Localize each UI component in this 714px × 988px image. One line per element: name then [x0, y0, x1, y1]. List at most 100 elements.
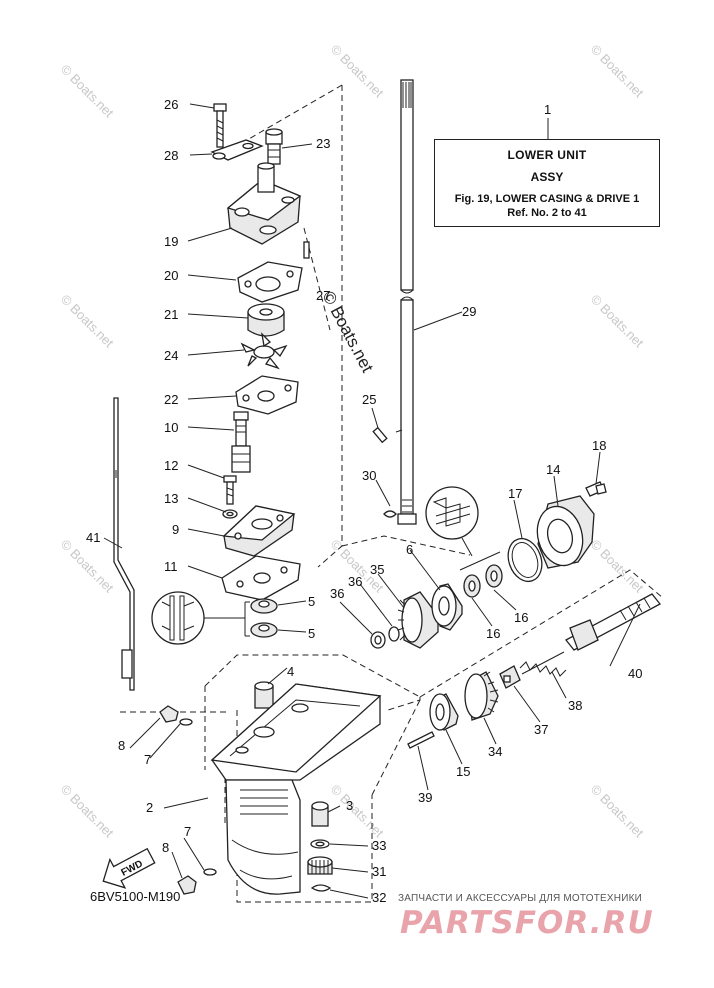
- reverse-gear-34: [464, 671, 499, 721]
- bolt-26: [213, 103, 227, 148]
- bolt-12: [223, 475, 237, 505]
- callout-7b: 7: [184, 824, 191, 839]
- callout-33: 33: [372, 838, 386, 853]
- callout-5a: 5: [308, 594, 315, 609]
- title-line-2: ASSY: [530, 170, 564, 184]
- diagram-code: 6BV5100-M190: [90, 889, 181, 904]
- oil-seals-5: [244, 598, 278, 638]
- bushing-section-detail: [425, 486, 479, 557]
- watermark: © Boats.net: [328, 782, 387, 841]
- callout-19: 19: [164, 234, 178, 249]
- o-ring-17: [507, 537, 543, 583]
- callout-18: 18: [592, 438, 606, 453]
- callout-28: 28: [164, 148, 178, 163]
- callout-9: 9: [172, 522, 179, 537]
- propeller-shaft-40: [565, 593, 661, 651]
- callout-5b: 5: [308, 626, 315, 641]
- water-tube-seal-10: [231, 411, 251, 473]
- callout-7a: 7: [144, 752, 151, 767]
- clutch-37: [499, 665, 521, 689]
- callout-8b: 8: [162, 840, 169, 855]
- callout-27: 27: [316, 288, 330, 303]
- callout-15: 15: [456, 764, 470, 779]
- watermark: © Boats.net: [58, 292, 117, 351]
- watermark: © Boats.net: [588, 782, 647, 841]
- callout-12: 12: [164, 458, 178, 473]
- forward-gear-35: [397, 591, 439, 649]
- callout-2: 2: [146, 800, 153, 815]
- callout-25: 25: [362, 392, 376, 407]
- lower-casing-2: [210, 683, 382, 895]
- callout-30: 30: [362, 468, 376, 483]
- pin-27: [303, 241, 310, 259]
- water-tube-23: [265, 128, 283, 165]
- gasket-11: [221, 555, 301, 601]
- watermark: © Boats.net: [58, 537, 117, 596]
- callout-23: 23: [316, 136, 330, 151]
- impeller-24: [240, 332, 288, 370]
- shop-tagline: ЗАПЧАСТИ И АКСЕССУАРЫ ДЛЯ МОТОТЕХНИКИ: [398, 893, 643, 904]
- watermark: © Boats.net: [58, 782, 117, 841]
- callout-1: 1: [544, 102, 551, 117]
- pump-base-9: [222, 505, 296, 557]
- propeller-shaft-housing-14: [536, 495, 595, 569]
- fwd-arrow-icon: FWD: [102, 847, 156, 889]
- bushing-3: [311, 801, 329, 827]
- pin-30: [383, 510, 397, 518]
- callout-numbers: 1 2 3 4 5 5 6 7 7 8 8 9 10 11 12 13 14 1…: [86, 97, 642, 905]
- callout-16a: 16: [486, 626, 500, 641]
- shift-rod-41: [113, 397, 135, 691]
- shop-logo: PARTSFOR.RU: [400, 905, 654, 941]
- bearing-15: [429, 693, 459, 731]
- watermark: © Boats.net: [328, 42, 387, 101]
- callout-4: 4: [287, 664, 294, 679]
- callout-20: 20: [164, 268, 178, 283]
- watermark: © Boats.net: [588, 292, 647, 351]
- callout-32: 32: [372, 890, 386, 905]
- callout-38: 38: [568, 698, 582, 713]
- bushing-4: [254, 681, 274, 709]
- title-line-3: Fig. 19, LOWER CASING & DRIVE 1: [454, 193, 640, 205]
- callout-3: 3: [346, 798, 353, 813]
- drain-plug-upper: [159, 705, 193, 726]
- callout-17: 17: [508, 486, 522, 501]
- pinion-assembly: [307, 839, 333, 892]
- gasket-20: [237, 261, 303, 303]
- bearing-6: [431, 583, 463, 631]
- pump-housing-19: [226, 162, 302, 245]
- callout-40: 40: [628, 666, 642, 681]
- callout-41: 41: [86, 530, 100, 545]
- callout-37: 37: [534, 722, 548, 737]
- callout-13: 13: [164, 491, 178, 506]
- seal-section-detail: [151, 591, 245, 645]
- plate-28: [210, 139, 264, 161]
- pin-25: [372, 426, 403, 444]
- callout-10: 10: [164, 420, 178, 435]
- assembly-title-box: LOWER UNIT ASSY Fig. 19, LOWER CASING & …: [434, 139, 660, 227]
- leader-lines: [103, 103, 641, 899]
- callout-36a: 36: [348, 574, 362, 589]
- callout-16b: 16: [514, 610, 528, 625]
- pin-39: [407, 731, 435, 749]
- bushings-16: [459, 551, 503, 598]
- watermark: © Boats.net: [588, 42, 647, 101]
- outer-plate-22: [235, 375, 299, 415]
- washer-13: [222, 509, 238, 519]
- insert-cartridge-21: [247, 303, 285, 337]
- callout-11: 11: [164, 559, 178, 574]
- watermark: © Boats.net: [58, 62, 117, 121]
- callout-24: 24: [164, 348, 178, 363]
- callout-34: 34: [488, 744, 502, 759]
- title-line-1: LOWER UNIT: [507, 148, 587, 162]
- callout-21: 21: [164, 307, 178, 322]
- shim-36b: [388, 626, 400, 642]
- callout-26: 26: [164, 97, 178, 112]
- spring-38: [519, 651, 567, 677]
- callout-31: 31: [372, 864, 386, 879]
- shim-36: [370, 631, 386, 649]
- callout-6: 6: [406, 542, 413, 557]
- callout-35: 35: [370, 562, 384, 577]
- callout-14: 14: [546, 462, 560, 477]
- bolt-18: [585, 481, 607, 497]
